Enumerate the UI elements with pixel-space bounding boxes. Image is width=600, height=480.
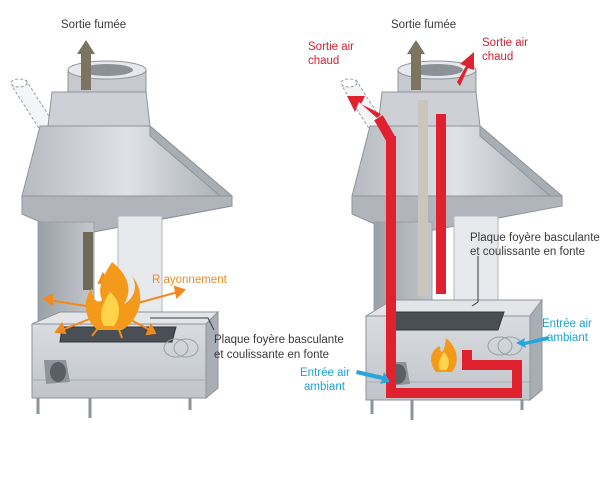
right-hearth-plate-label-line1: Plaque foyère basculante bbox=[470, 232, 600, 244]
hot-air-circuit bbox=[347, 52, 522, 398]
ambient-air-arrows bbox=[356, 336, 549, 384]
ambient-in-right-label-line1: Entrée air bbox=[542, 318, 592, 330]
left-side-outlet-pipe bbox=[10, 78, 55, 131]
right-smoke-arrow bbox=[407, 40, 425, 90]
hot-air-arrow-right bbox=[457, 52, 474, 86]
hot-air-left-label-line1: Sortie air bbox=[308, 41, 354, 53]
ambient-arrow-left bbox=[356, 370, 390, 384]
right-plenum-box bbox=[377, 91, 481, 127]
left-fireplace bbox=[10, 40, 234, 418]
left-firebox bbox=[31, 310, 220, 418]
left-plate-leader bbox=[150, 317, 215, 331]
hot-air-right-label-line1: Sortie air bbox=[482, 37, 528, 49]
left-flame bbox=[85, 262, 141, 330]
right-flue-collar bbox=[397, 60, 477, 93]
right-hearth-plate-label-line2: et coulissante en fonte bbox=[470, 246, 585, 258]
left-hearth-plate-label-line2: et coulissante en fonte bbox=[214, 349, 329, 361]
ambient-in-right-label-line2: ambiant bbox=[547, 332, 589, 344]
hot-air-arrow-left bbox=[347, 96, 381, 118]
right-smoke-outlet-label: Sortie fumée bbox=[391, 19, 456, 31]
left-plenum-box bbox=[47, 91, 151, 127]
left-flue-collar bbox=[67, 60, 147, 93]
right-column bbox=[373, 100, 499, 313]
right-fireplace bbox=[340, 40, 564, 420]
left-smoke-outlet-label: Sortie fumée bbox=[61, 19, 126, 31]
ambient-in-left-label-line2: ambiant bbox=[304, 381, 346, 393]
ambient-arrow-right bbox=[516, 336, 549, 348]
left-hearth-plate-label-line1: Plaque foyère basculante bbox=[214, 334, 344, 346]
hot-air-left-label-line2: chaud bbox=[308, 55, 339, 67]
right-flame bbox=[431, 338, 457, 372]
right-plate-leader bbox=[471, 256, 479, 307]
ambient-in-left-label-line1: Entrée air bbox=[300, 367, 350, 379]
hot-air-right-label-line2: chaud bbox=[482, 51, 513, 63]
left-radiation-label: R ayonnement bbox=[152, 274, 228, 286]
right-labels: Sortie fumée Sortie air chaud Sortie air… bbox=[300, 19, 600, 393]
left-smoke-arrow bbox=[77, 40, 95, 90]
left-labels: Sortie fumée R ayonnement Plaque foyère … bbox=[61, 19, 344, 361]
